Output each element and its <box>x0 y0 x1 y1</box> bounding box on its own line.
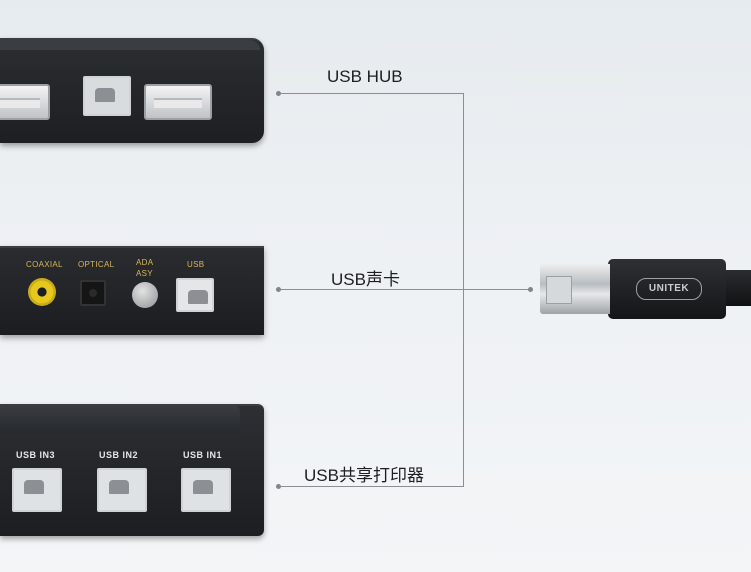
usb-label: USB <box>187 260 205 269</box>
usb-in1-port <box>181 468 231 512</box>
coaxial-label: COAXIAL <box>26 260 63 269</box>
usb-hub-device <box>0 38 264 143</box>
brand-logo: UNITEK <box>636 278 702 300</box>
printer-label: USB共享打印器 <box>304 466 424 485</box>
optical-label: OPTICAL <box>78 260 115 269</box>
cable-wire <box>724 270 751 306</box>
usb-in2-label: USB IN2 <box>99 450 139 460</box>
usb-in1-label: USB IN1 <box>183 450 223 460</box>
mode-switch-button <box>132 282 158 308</box>
usb-sound-card-device: COAXIAL OPTICAL ADA ASY USB <box>0 246 264 335</box>
printer-connector-dot <box>276 484 281 489</box>
usb-b-port <box>83 76 131 116</box>
hub-connector-line <box>279 93 464 94</box>
ada-label: ADA <box>136 258 154 267</box>
printer-top-edge <box>0 404 240 434</box>
usb-in3-port <box>12 468 62 512</box>
usb-printer-sharer-device: USB IN3 USB IN2 USB IN1 <box>0 404 264 536</box>
usb-a-port-left <box>0 84 50 120</box>
hub-top-edge <box>0 40 260 50</box>
optical-port <box>80 280 106 306</box>
usb-b-plug-metal <box>540 264 610 314</box>
vertical-connector-line <box>463 93 464 487</box>
cable-plug-housing <box>608 259 726 319</box>
sound-card-connector-line <box>279 289 531 290</box>
usb-in2-port <box>97 468 147 512</box>
printer-connector-line <box>279 486 464 487</box>
asy-label: ASY <box>136 269 153 278</box>
hub-label: USB HUB <box>327 67 403 86</box>
usb-in3-label: USB IN3 <box>16 450 56 460</box>
sound-card-label: USB声卡 <box>331 270 400 289</box>
coaxial-port <box>28 278 56 306</box>
usb-a-port-right <box>144 84 212 120</box>
cable-connector-dot <box>528 287 533 292</box>
sound-card-connector-dot <box>276 287 281 292</box>
hub-connector-dot <box>276 91 281 96</box>
usb-b-port <box>176 278 214 312</box>
